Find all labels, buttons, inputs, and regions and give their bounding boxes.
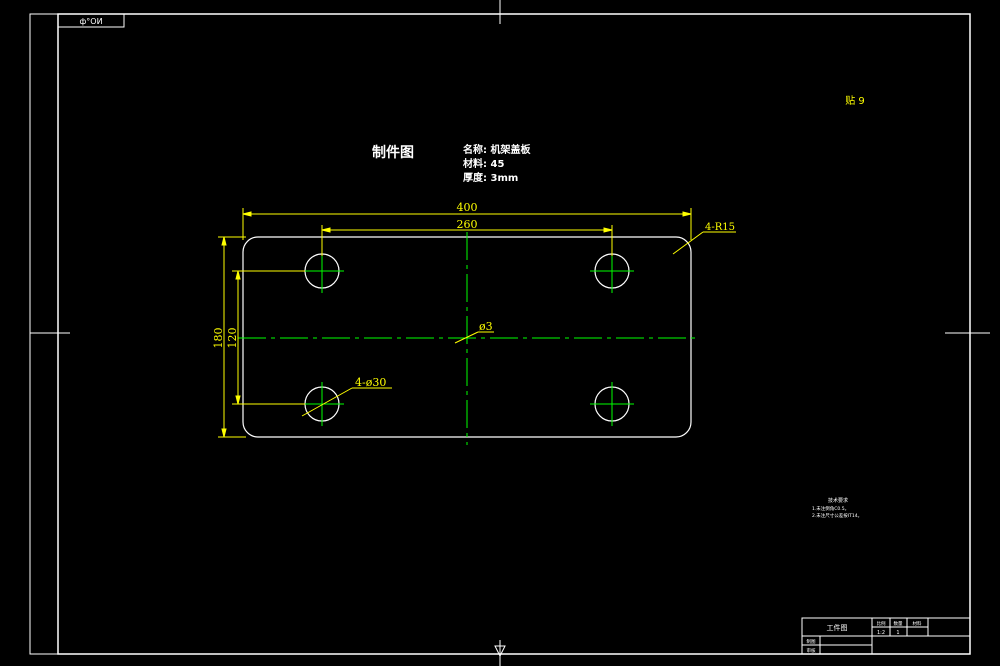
title-block-col-qty: 数量 xyxy=(894,620,903,627)
bottom-arrow-mark xyxy=(494,645,506,658)
part-thickness: 厚度: 3mm xyxy=(463,171,518,184)
notes-title: 技术要求 xyxy=(828,497,848,504)
title-block xyxy=(801,617,971,655)
dim-overall-height xyxy=(218,236,246,438)
dim-hole-spacing-x-text: 260 xyxy=(457,218,478,231)
dim-hole-spacing-x xyxy=(321,225,613,256)
leader-center-hole xyxy=(454,331,494,344)
title-block-row-drawn: 制图 xyxy=(807,638,816,645)
dim-hole-spacing-y-text: 120 xyxy=(226,328,239,349)
attachment-label: 贴 9 xyxy=(845,94,865,107)
part-name: 名称: 机架盖板 xyxy=(463,143,531,156)
leader-holes xyxy=(301,387,392,417)
dim-overall-height-text: 180 xyxy=(212,328,225,349)
title-block-col-scale: 比例 xyxy=(877,620,886,627)
drawing-title: 制件图 xyxy=(372,144,414,161)
leader-corner-radius xyxy=(672,231,736,255)
title-block-row-checked: 审核 xyxy=(807,647,816,654)
stamp-box xyxy=(57,13,125,28)
hole-bottom-right xyxy=(590,382,634,426)
holes-text: 4-ø30 xyxy=(355,376,386,389)
title-block-qty: 1 xyxy=(896,630,899,636)
title-block-name: 工件图 xyxy=(827,623,848,632)
inner-frame xyxy=(57,13,971,655)
corner-radius-text: 4-R15 xyxy=(705,222,735,233)
notes-line-1: 1.未注倒角C0.5。 xyxy=(812,505,849,512)
hole-bottom-left xyxy=(300,382,344,426)
title-block-col-material: 材料 xyxy=(913,620,922,627)
stamp-label: ф°OИ xyxy=(79,17,102,26)
outer-frame xyxy=(29,13,971,655)
part-material: 材料: 45 xyxy=(463,157,504,170)
center-hole-text: ø3 xyxy=(479,320,493,333)
dim-overall-length-text: 400 xyxy=(457,201,478,214)
notes-line-2: 2.未注尺寸公差按IT14。 xyxy=(812,512,862,519)
dim-hole-spacing-y xyxy=(232,270,305,405)
title-block-scale: 1:2 xyxy=(877,630,885,636)
dim-overall-length xyxy=(242,208,692,240)
